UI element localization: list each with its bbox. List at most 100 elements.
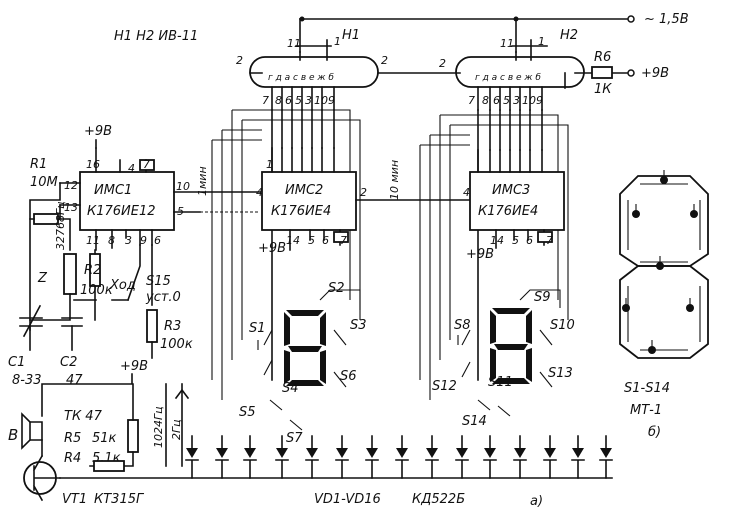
h1-pin-9: 9 xyxy=(328,94,335,107)
h2-pin-6: 6 xyxy=(493,94,500,107)
tube-h2-name: H2 xyxy=(560,28,578,43)
segment-bus-wires xyxy=(211,109,569,400)
s15-name: S15 xyxy=(146,274,171,289)
h1-pin-6: 6 xyxy=(285,94,292,107)
tube-h2-letters: г д а с в е ж б xyxy=(475,73,541,83)
s3-label: S3 xyxy=(350,318,367,333)
s7-label: S7 xyxy=(286,431,303,446)
diode-vd3 xyxy=(243,435,257,479)
ic2-name: ИМС2 xyxy=(285,183,323,198)
ic3-pin7: 7 xyxy=(546,234,553,247)
s15-value: уст.0 xyxy=(145,290,181,305)
h1-pin-8: 8 xyxy=(275,94,282,107)
ic1-pin3: 3 xyxy=(125,234,132,247)
tube-h1-grid: 2 xyxy=(236,54,243,67)
diode-vd2 xyxy=(215,435,229,479)
s8-label: S8 xyxy=(454,318,471,333)
s9-label: S9 xyxy=(534,290,551,305)
ic1-pin16: 16 xyxy=(86,158,100,171)
diode-vd7 xyxy=(365,435,379,479)
diode-vd5 xyxy=(305,435,319,479)
c1-value: 8-33 xyxy=(12,373,42,388)
h2-pin-9: 9 xyxy=(536,94,543,107)
ic2-pin5: 5 xyxy=(308,234,315,247)
r1-name: R1 xyxy=(30,157,47,172)
ic3-pin6: 6 xyxy=(526,234,533,247)
ic1-pin10: 10 xyxy=(176,180,190,193)
signal-ten-minutes: 10 мин xyxy=(388,160,401,200)
c2-value: 47 xyxy=(66,373,83,388)
h2-pin-10: 10 xyxy=(522,94,536,107)
inset-switches-label: S1-S14 xyxy=(624,381,670,396)
ic1-type: К176ИЕ12 xyxy=(87,204,156,219)
quartz-name: Z xyxy=(37,271,48,286)
diode-vd11 xyxy=(483,435,497,479)
h1-pin-3: 3 xyxy=(305,94,312,107)
tube-h2-pin11: 11 xyxy=(500,37,514,50)
ic2-pin14: 14 xyxy=(286,234,300,247)
r5-value: 51к xyxy=(92,431,117,446)
ic1-pin9: 9 xyxy=(140,234,147,247)
diode-vd8 xyxy=(395,435,409,479)
h1-pin-5: 5 xyxy=(295,94,302,107)
diode-vd1 xyxy=(185,435,199,479)
r3-name: R3 xyxy=(164,319,181,334)
diode-vd14 xyxy=(571,435,585,479)
ac-filament-rail: ~ 1,5В xyxy=(299,12,689,53)
tube-h2-pin1: 1 xyxy=(538,35,545,48)
switch-display-1: S1 S2 S3 S4 S5 S6 S7 xyxy=(239,281,367,446)
r5-label: R5 xyxy=(64,431,81,446)
ic2: ИМС2 К176ИЕ4 1 4 2 14 5 6 7 +9В xyxy=(256,147,477,256)
ic2-pin7: 7 xyxy=(340,234,347,247)
ic3-vcc: +9В xyxy=(466,247,494,262)
ic1-pin4: 4 xyxy=(128,162,135,175)
tube-h1-pin11: 11 xyxy=(287,37,301,50)
s2-label: S2 xyxy=(328,281,345,296)
diodes-label: VD1-VD16 xyxy=(314,492,381,507)
ic2-pin2: 2 xyxy=(360,186,367,199)
r1-value: 10М xyxy=(30,175,58,190)
s11-label: S11 xyxy=(488,375,513,390)
tube-h1: H1 11 1 2 2 г д а с в е ж б xyxy=(236,28,388,88)
ic1-vcc: +9В xyxy=(84,124,112,139)
diode-vd9 xyxy=(425,435,439,479)
r2-name: R2 xyxy=(84,263,101,278)
s6-label: S6 xyxy=(340,369,357,384)
hod-label: Ход xyxy=(109,278,136,293)
ic2-type: К176ИЕ4 xyxy=(271,204,331,219)
ic3-type: К176ИЕ4 xyxy=(478,204,538,219)
s10-label: S10 xyxy=(550,318,575,333)
h2-pin-5: 5 xyxy=(503,94,510,107)
switch-display-2: S8 S9 S10 S11 S12 S13 S14 xyxy=(432,289,575,429)
h2-pin-3: 3 xyxy=(513,94,520,107)
ic2-pin1: 1 xyxy=(266,158,273,171)
s14-label: S14 xyxy=(462,414,487,429)
speaker-stage: +9В В ТК 47 R5 51к R4 5,1к VT1 КТ315Г 10… xyxy=(8,359,190,507)
s4-label: S4 xyxy=(282,381,299,396)
ic3-pin5: 5 xyxy=(512,234,519,247)
ic1: ИМС1 К176ИЕ12 16 4 7 12 13 10 5 11 8 3 9… xyxy=(59,124,261,251)
s15-switch: Ход S15 уст.0 R3 100к xyxy=(109,244,193,359)
h2-pin-7: 7 xyxy=(468,94,475,107)
s1-label: S1 xyxy=(249,321,266,336)
tube-h1-pin1: 1 xyxy=(334,35,341,48)
diode-vd15 xyxy=(599,435,613,479)
ic3-pin4: 4 xyxy=(463,186,470,199)
speaker-label: В xyxy=(8,426,18,444)
r4-label: R4 xyxy=(64,451,81,466)
inset-switch-panel: S1-S14 МТ-1 б) xyxy=(619,170,709,440)
tube-h2-grid: 2 xyxy=(439,57,446,70)
diode-vd10 xyxy=(455,435,469,479)
h1-pin-7: 7 xyxy=(262,94,269,107)
c2-name: C2 xyxy=(60,355,77,370)
plus9-label: +9В xyxy=(641,66,669,81)
ic3-name: ИМС3 xyxy=(492,183,530,198)
diode-vd6 xyxy=(335,435,349,479)
ic2-pin4: 4 xyxy=(256,186,263,199)
r6-value: 1К xyxy=(594,82,612,97)
v9-r-label: +9В xyxy=(120,359,148,374)
ic1-pin13: 13 xyxy=(64,201,78,214)
r3-value: 100к xyxy=(160,337,193,352)
ic2-vcc: +9В xyxy=(258,241,286,256)
